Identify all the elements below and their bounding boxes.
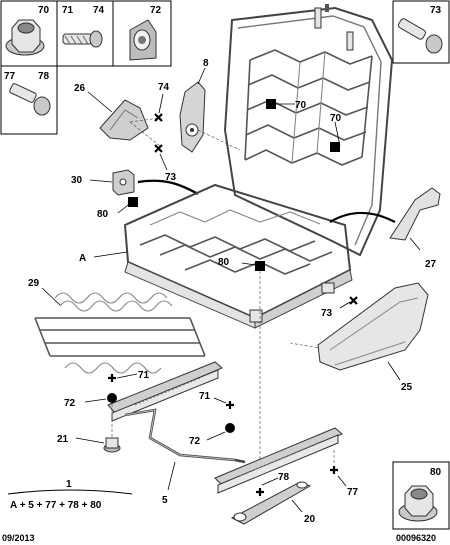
flange-nut-icon: [5, 19, 45, 56]
seat-side-cover-part: [317, 282, 429, 371]
footer-code: 00096320: [396, 533, 436, 543]
callout-72: 72: [150, 5, 162, 16]
left-seat-rail-part: [107, 361, 223, 422]
callout-70: 70: [295, 100, 307, 111]
callout-78: 78: [278, 472, 290, 483]
callout-30: 30: [71, 175, 83, 186]
adjuster-bar-part: [124, 408, 246, 464]
callout-20: 20: [304, 514, 316, 525]
callout-74: 74: [158, 82, 170, 93]
side-trim-part: [389, 187, 441, 241]
callout-73: 73: [430, 5, 442, 16]
retaining-clip-icon: [129, 19, 157, 61]
recliner-lever-part: [179, 81, 206, 153]
marker-dot-72b: [225, 423, 235, 433]
marker-plus-71: [108, 374, 116, 382]
marker-plus-78: [256, 488, 264, 496]
seat-cushion-frame: [123, 183, 353, 329]
marker-square-70b: [330, 142, 340, 152]
callout-71: 71: [62, 5, 74, 16]
link-plate-part: [230, 481, 312, 525]
callout-26: 26: [74, 83, 86, 94]
callout-77: 77: [347, 487, 359, 498]
marker-x-73: [154, 144, 163, 153]
right-seat-rail-part: [214, 427, 343, 494]
callout-72: 72: [189, 436, 201, 447]
callout-74: 74: [93, 5, 105, 16]
screw-icon: [62, 30, 103, 48]
callout-21: 21: [57, 434, 69, 445]
callout-8: 8: [203, 58, 209, 69]
marker-square-80b: [255, 261, 265, 271]
callout-73: 73: [321, 308, 333, 319]
marker-plus-71b: [226, 401, 234, 409]
spring-mat-part: [34, 292, 206, 374]
assembly-formula: A + 5 + 77 + 78 + 80: [10, 500, 102, 511]
bolt-icon: [9, 83, 51, 116]
callout-72: 72: [64, 398, 76, 409]
marker-x-73b: [349, 296, 358, 305]
callout-70: 70: [330, 113, 342, 124]
callout-27: 27: [425, 259, 437, 270]
callout-80: 80: [97, 209, 109, 220]
bracket-part: [112, 169, 135, 196]
marker-square-70a: [266, 99, 276, 109]
callout-25: 25: [401, 382, 413, 393]
callout-71: 71: [138, 370, 150, 381]
callout-80: 80: [218, 257, 230, 268]
marker-x-74: [154, 113, 163, 122]
footer-date: 09/2013: [2, 533, 35, 543]
callout-71: 71: [199, 391, 211, 402]
recliner-cover-part: [99, 99, 149, 141]
self-tapping-screw-icon: [397, 18, 443, 54]
callout-70: 70: [38, 5, 50, 16]
callout-78: 78: [38, 71, 50, 82]
marker-dot-72: [107, 393, 117, 403]
callout-1: 1: [66, 479, 72, 490]
callout-29: 29: [28, 278, 40, 289]
marker-square-80: [128, 197, 138, 207]
callout-73: 73: [165, 172, 177, 183]
callout-77: 77: [4, 71, 16, 82]
callout-5: 5: [162, 495, 168, 506]
marker-plus-77: [330, 466, 338, 474]
seat-back-frame: [223, 4, 394, 257]
callout-80: 80: [430, 467, 442, 478]
flange-nut-icon: [398, 485, 438, 522]
rail-foot-part: [103, 437, 121, 453]
callout-A: A: [79, 253, 86, 264]
